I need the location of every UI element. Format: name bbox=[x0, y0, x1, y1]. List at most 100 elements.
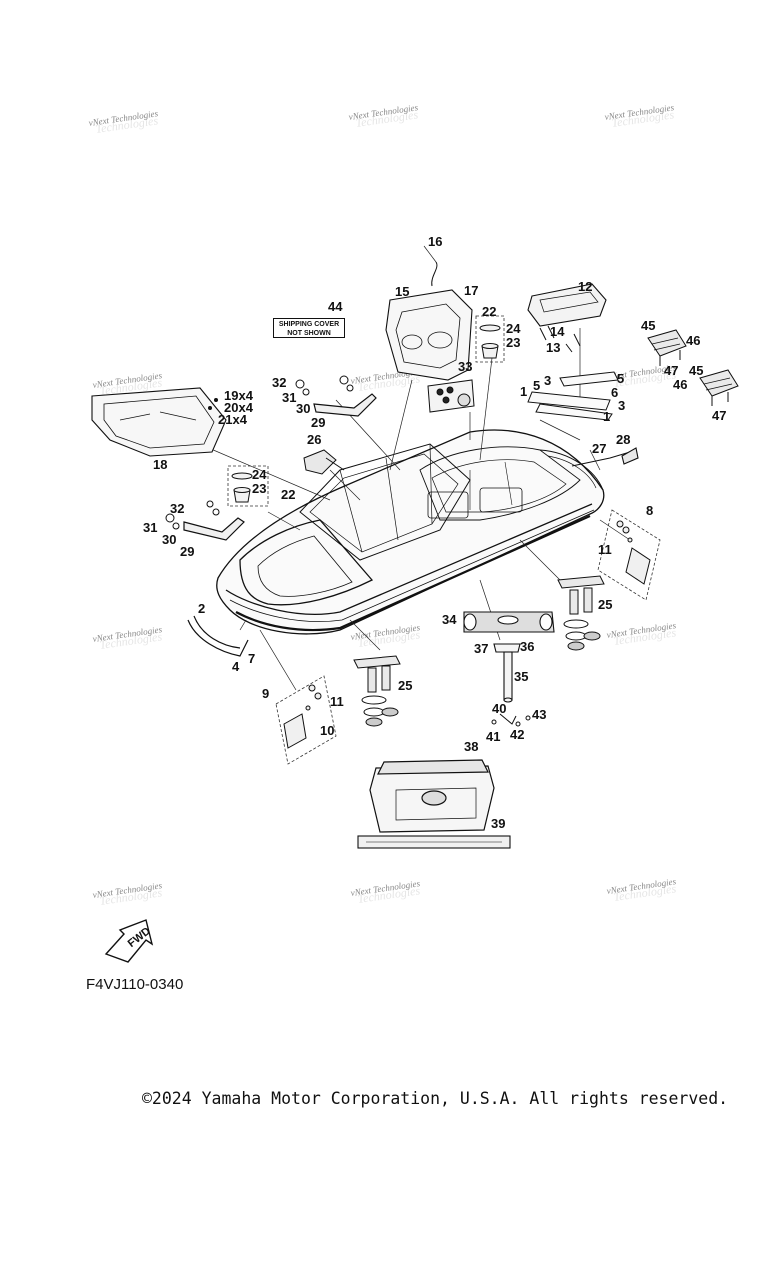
callout-3-right: 3 bbox=[618, 398, 625, 413]
watermark: Technologies vNext Technologies bbox=[350, 622, 421, 650]
watermark: Technologies vNext Technologies bbox=[348, 102, 419, 130]
callout-21: 21x4 bbox=[218, 412, 248, 427]
callout-20: 20x4 bbox=[224, 400, 254, 415]
callout-28: 28 bbox=[616, 432, 630, 447]
tow-cable-part bbox=[571, 447, 639, 467]
boat-hull bbox=[216, 429, 605, 635]
callout-46-upper: 46 bbox=[686, 333, 700, 348]
watermark: Technologies vNext Technologies bbox=[606, 620, 677, 648]
clip-parts bbox=[539, 325, 581, 353]
callout-25-fore: 25 bbox=[398, 678, 412, 693]
callout-4: 4 bbox=[232, 659, 240, 674]
rail-parts bbox=[527, 371, 619, 421]
callout-47-lower: 47 bbox=[712, 408, 726, 423]
callout-9: 9 bbox=[262, 686, 269, 701]
callout-25-aft: 25 bbox=[598, 597, 612, 612]
callout-26: 26 bbox=[307, 432, 321, 447]
callout-37: 37 bbox=[474, 641, 488, 656]
bow-cable-part bbox=[187, 615, 249, 657]
part-callouts: 16 15 17 12 44 22 24 23 14 13 45 46 47 4… bbox=[143, 234, 726, 831]
cupholder-box-upper bbox=[475, 315, 505, 363]
callout-15: 15 bbox=[395, 284, 409, 299]
callout-36: 36 bbox=[520, 639, 534, 654]
callout-22-upper: 22 bbox=[482, 304, 496, 319]
callout-17: 17 bbox=[464, 283, 478, 298]
tie-down-box-stern bbox=[597, 509, 661, 601]
fastener-parts bbox=[165, 375, 354, 530]
callout-11-left: 11 bbox=[330, 694, 344, 709]
callout-35: 35 bbox=[514, 669, 528, 684]
note-line-2: NOT SHOWN bbox=[287, 330, 331, 337]
cupholder-upper bbox=[479, 324, 501, 359]
watermark: Technologies vNext Technologies bbox=[350, 878, 421, 906]
callout-18: 18 bbox=[153, 457, 167, 472]
grab-handle-lower bbox=[183, 517, 245, 541]
callout-1-left: 1 bbox=[520, 384, 527, 399]
watermark: Technologies vNext Technologies bbox=[92, 880, 163, 908]
callout-5-left: 5 bbox=[533, 378, 540, 393]
callout-27: 27 bbox=[592, 441, 606, 456]
callout-44: 44 bbox=[328, 299, 343, 314]
callout-33: 33 bbox=[458, 359, 472, 374]
tie-down-bow bbox=[283, 684, 322, 749]
cleat-aft bbox=[557, 575, 605, 651]
callout-12: 12 bbox=[578, 279, 592, 294]
cupholder-box-lower bbox=[227, 465, 269, 507]
boarding-step-upper bbox=[647, 329, 687, 366]
cushion-part bbox=[527, 283, 607, 327]
watermark: Technologies vNext Technologies bbox=[92, 624, 163, 652]
callout-43: 43 bbox=[532, 707, 546, 722]
forward-direction-arrow: FWD bbox=[104, 919, 154, 963]
table-pedestal bbox=[493, 643, 521, 703]
callout-34: 34 bbox=[442, 612, 457, 627]
cooler-part bbox=[369, 759, 495, 833]
diagram-code: F4VJ110-0340 bbox=[86, 976, 184, 993]
callout-47-upper: 47 bbox=[664, 363, 678, 378]
cleat-fore bbox=[353, 655, 401, 727]
callout-46-lower: 46 bbox=[673, 377, 687, 392]
callout-14: 14 bbox=[550, 324, 565, 339]
bolt-parts bbox=[208, 398, 218, 410]
board-part bbox=[357, 835, 511, 849]
callout-31-upper: 31 bbox=[282, 390, 296, 405]
grab-handle-upper bbox=[313, 393, 377, 417]
rear-seat-backrest bbox=[385, 289, 473, 381]
callout-2: 2 bbox=[198, 601, 205, 616]
callout-29-lower: 29 bbox=[180, 544, 194, 559]
callout-24-lower: 24 bbox=[252, 467, 267, 482]
callout-5-right: 5 bbox=[617, 371, 624, 386]
callout-13: 13 bbox=[546, 340, 560, 355]
watermark: Technologies vNext Technologies bbox=[604, 102, 675, 130]
mirror-part bbox=[303, 449, 345, 475]
callout-31-lower: 31 bbox=[143, 520, 157, 535]
watermark: Technologies vNext Technologies bbox=[88, 108, 159, 136]
callout-22-lower: 22 bbox=[281, 487, 295, 502]
callout-19: 19x4 bbox=[224, 388, 254, 403]
callout-30-lower: 30 bbox=[162, 532, 176, 547]
pedestal-fasteners bbox=[491, 713, 531, 727]
callout-38: 38 bbox=[464, 739, 478, 754]
callout-32-upper: 32 bbox=[272, 375, 286, 390]
callout-45-lower: 45 bbox=[689, 363, 703, 378]
table-top bbox=[463, 611, 555, 633]
callout-29-upper: 29 bbox=[311, 415, 325, 430]
callout-39: 39 bbox=[491, 816, 505, 831]
note-line-1: SHIPPING COVER bbox=[278, 321, 340, 328]
tie-down-stern bbox=[616, 520, 651, 585]
shipping-cover-note: SHIPPING COVER NOT SHOWN bbox=[273, 318, 345, 338]
callout-23-upper: 23 bbox=[506, 335, 520, 350]
callout-3-upper: 3 bbox=[544, 373, 551, 388]
callout-8: 8 bbox=[646, 503, 653, 518]
callout-24-upper: 24 bbox=[506, 321, 521, 336]
callout-1-right: 1 bbox=[603, 409, 610, 424]
copyright-notice: ©2024 Yamaha Motor Corporation, U.S.A. A… bbox=[142, 1089, 729, 1108]
callout-23-lower: 23 bbox=[252, 481, 266, 496]
callout-7: 7 bbox=[248, 651, 255, 666]
callout-40: 40 bbox=[492, 701, 506, 716]
leader-lines bbox=[203, 245, 631, 691]
callout-32-lower: 32 bbox=[170, 501, 184, 516]
cupholder-lower bbox=[231, 472, 253, 503]
callout-11-right: 11 bbox=[598, 542, 612, 557]
callout-6: 6 bbox=[611, 385, 618, 400]
